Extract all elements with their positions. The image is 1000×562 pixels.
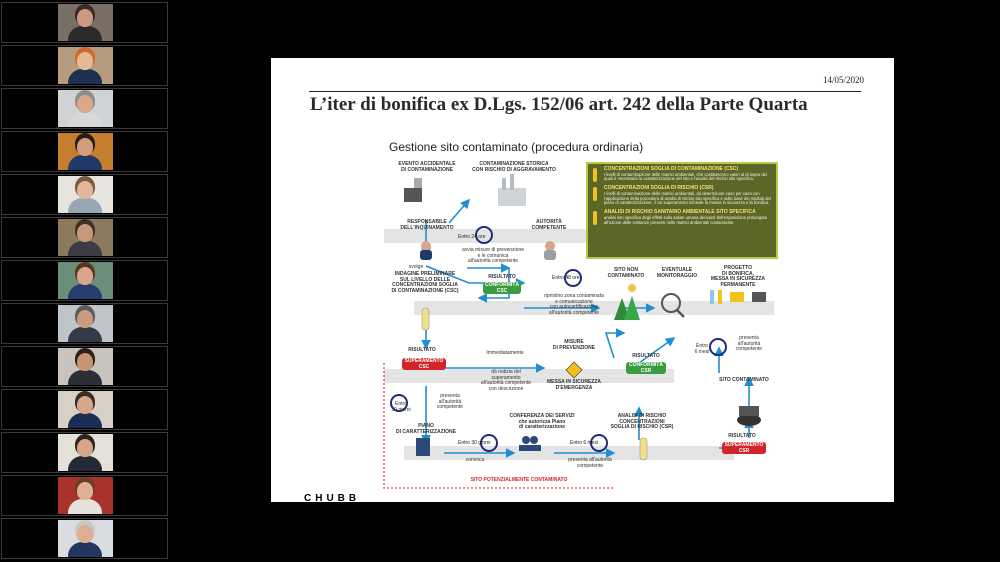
timer-24h	[475, 226, 493, 244]
remediation-icons	[710, 290, 766, 304]
procedure-diagram: CONCENTRAZIONI SOGLIA DI CONTAMINAZIONE …	[374, 158, 794, 490]
participant-video	[58, 219, 113, 256]
shared-slide: 14/05/2020 L’iter di bonifica ex D.Lgs. …	[271, 58, 894, 504]
participant-tile[interactable]	[1, 303, 168, 344]
label-svolge: svolge	[408, 264, 424, 270]
meeting-icon	[519, 436, 541, 451]
contaminated-site-icon	[737, 406, 761, 426]
participant-tile[interactable]	[1, 432, 168, 473]
excavator-icon	[404, 178, 422, 202]
label-potenziale: SITO POTENZIALMENTE CONTAMINATO	[470, 477, 568, 483]
label-messa: MESSA IN SICUREZZA D'EMERGENZA	[547, 379, 601, 391]
participant-video	[58, 305, 113, 342]
participant-tile[interactable]	[1, 131, 168, 172]
badge-superamento-csc: SUPERAMENTO CSC	[402, 358, 446, 370]
label-non-contaminato: SITO NON CONTAMINATO	[607, 267, 645, 279]
participant-video	[58, 434, 113, 471]
timer-6m-a	[709, 338, 727, 356]
chubb-logo: CHUBB	[304, 493, 361, 504]
label-entro6a: Entro 6 mesi	[694, 343, 710, 355]
participant-tile[interactable]	[1, 174, 168, 215]
participant-tile[interactable]	[1, 217, 168, 258]
label-conferenza: CONFERENZA DEI SERVIZI che autorizza Pia…	[509, 413, 575, 431]
label-responsabile: RESPONSABILE DELL'INQUINAMENTO	[400, 219, 454, 231]
badge-conformita-csr: CONFORMITÀ CSR	[626, 362, 666, 374]
authority-person-icon	[544, 241, 556, 260]
participant-video	[58, 520, 113, 557]
label-risultato-4: RISULTATO	[728, 433, 756, 439]
label-presenta-1: presenta all'autorità competente	[735, 335, 763, 353]
label-entro24: Entro 24 ore	[458, 234, 486, 240]
responsible-person-icon	[420, 241, 432, 260]
legend-item-csr: CONCENTRAZIONI SOGLIA DI RISCHIO (CSR) I…	[593, 185, 771, 206]
participant-video	[58, 4, 113, 41]
slide-title: L’iter di bonifica ex D.Lgs. 152/06 art.…	[310, 94, 808, 115]
label-immediatamente: Immediatamente	[486, 350, 524, 356]
label-sito-contaminato: SITO CONTAMINATO	[719, 377, 769, 383]
timer-30d-a	[390, 394, 408, 412]
participant-tile[interactable]	[1, 2, 168, 43]
slide-date: 14/05/2020	[822, 75, 864, 85]
label-avvia: avvia misure di prevenzione e le comunic…	[462, 247, 524, 265]
warning-icon	[565, 361, 583, 379]
legend-item-analisi: ANALISI DI RISCHIO SANITARIO AMBIENTALE …	[593, 210, 772, 226]
label-misure: MISURE DI PREVENZIONE	[552, 339, 596, 351]
participant-video	[58, 90, 113, 127]
participant-video	[58, 348, 113, 385]
participant-tile[interactable]	[1, 346, 168, 387]
badge-superamento-csr: SUPERAMENTO CSR	[722, 442, 766, 454]
magnifier-icon	[661, 293, 685, 318]
definitions-legend: CONCENTRAZIONI SOGLIA DI CONTAMINAZIONE …	[586, 162, 778, 259]
participant-tile[interactable]	[1, 389, 168, 430]
title-rule	[309, 91, 861, 92]
participant-video	[58, 477, 113, 514]
industry-icon	[498, 174, 526, 206]
participant-strip	[0, 0, 170, 562]
slide-subtitle: Gestione sito contaminato (procedura ord…	[389, 140, 644, 154]
timer-48h	[564, 269, 582, 287]
label-entro6b: Entro 6 mesi	[570, 440, 599, 446]
label-convoca: convoca	[465, 457, 485, 463]
test-tube-icon-2	[639, 437, 648, 461]
label-entro48: Entro 48 ore	[552, 275, 580, 281]
label-autorita: AUTORITÀ COMPETENTE	[531, 219, 567, 231]
label-monitoraggio: EVENTUALE MONITORAGGIO	[656, 267, 698, 279]
participant-video	[58, 262, 113, 299]
document-icon	[416, 438, 430, 456]
participant-video	[58, 391, 113, 428]
label-entro30b: Entro 30 giorni	[458, 440, 491, 446]
label-evento: EVENTO ACCIDENTALE DI CONTAMINAZIONE	[398, 161, 456, 173]
participant-tile[interactable]	[1, 518, 168, 559]
label-presenta-2: presenta all'autorità competente	[436, 393, 464, 411]
label-risultato-3: RISULTATO	[632, 353, 660, 359]
participant-tile[interactable]	[1, 88, 168, 129]
label-ripristino: ripristino zona contaminata e comunicazi…	[544, 293, 604, 316]
badge-conformita-csc: CONFORMITÀ CSC	[483, 282, 521, 294]
timer-6m-b	[590, 434, 608, 452]
label-da-notizia: dà notizia del superamento all'autorità …	[480, 369, 532, 392]
participant-video	[58, 47, 113, 84]
label-piano: PIANO DI CARATTERIZZAZIONE	[396, 423, 456, 435]
label-risultato-1: RISULTATO	[488, 274, 516, 280]
label-presenta-3: presenta all'autorità competente	[568, 457, 612, 469]
participant-video	[58, 133, 113, 170]
participant-tile[interactable]	[1, 260, 168, 301]
participant-video	[58, 176, 113, 213]
timer-30d-b	[480, 434, 498, 452]
participant-tile[interactable]	[1, 475, 168, 516]
legend-item-csc: CONCENTRAZIONI SOGLIA DI CONTAMINAZIONE …	[593, 166, 772, 183]
diagram-arrows	[383, 174, 774, 489]
participant-tile[interactable]	[1, 45, 168, 86]
tree-icon	[614, 284, 640, 320]
label-analisi: ANALISI DI RISCHIO CONCENTRAZIONI SOGLIA…	[610, 413, 674, 431]
test-tube-icon-1	[421, 307, 430, 331]
label-storica: CONTAMINAZIONE STORICA CON RISCHIO DI AG…	[472, 161, 556, 173]
label-indagine: INDAGINE PRELIMINARE SUL LIVELLO DELLE C…	[391, 271, 459, 294]
label-risultato-2: RISULTATO	[408, 347, 436, 353]
label-entro30a: Entro 30 giorni	[391, 401, 411, 413]
label-progetto: PROGETTO DI BONIFICA, MESSA IN SICUREZZA…	[711, 265, 765, 288]
